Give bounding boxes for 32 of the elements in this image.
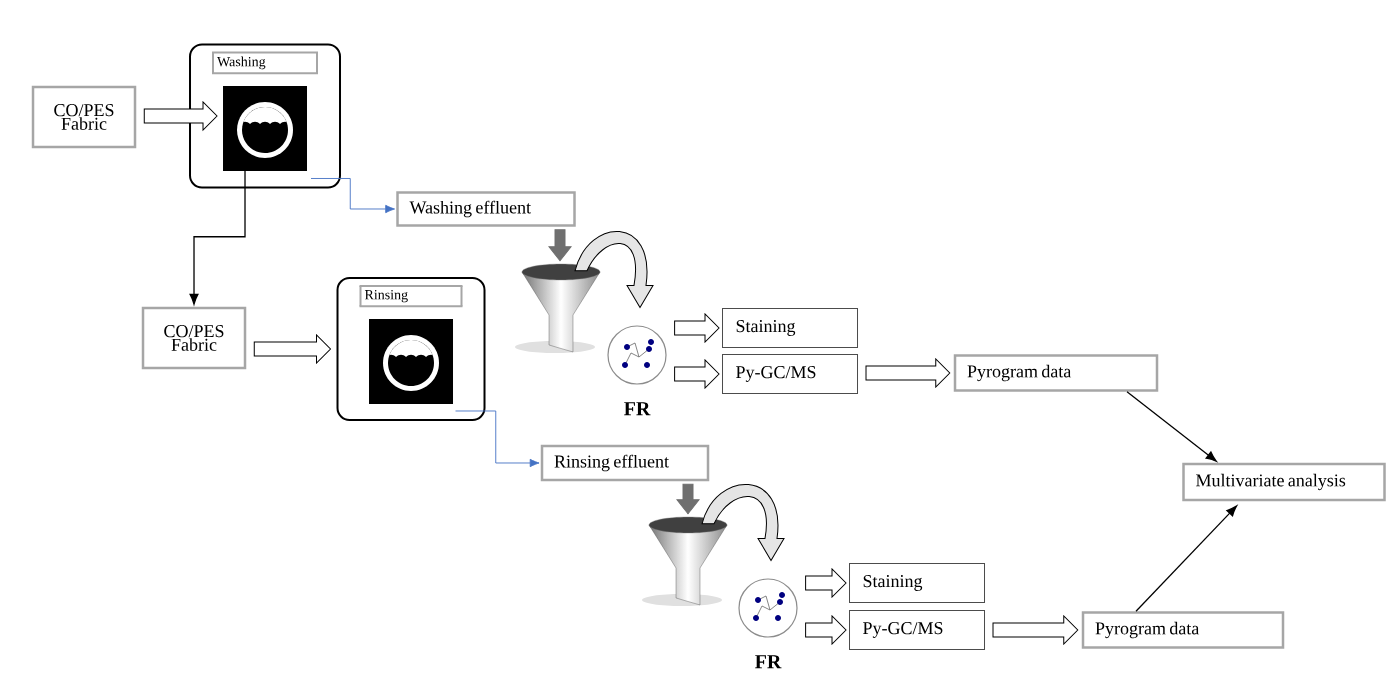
block-arrow — [548, 229, 572, 262]
node-label: FR — [624, 402, 651, 416]
block-arrow — [805, 568, 847, 598]
process-box: Washing effluent — [396, 191, 576, 227]
process-box: CO/PES Fabric — [31, 85, 137, 149]
process-box: Rinsing effluent — [540, 444, 710, 482]
block-arrow — [143, 101, 218, 131]
block-arrow — [674, 359, 720, 389]
process-box: Py-GC/MS — [722, 354, 858, 394]
curved-arrow — [574, 231, 654, 308]
process-box: CO/PES Fabric — [141, 306, 247, 370]
arrow — [310, 178, 395, 214]
process-box: Multivariate analysis — [1182, 462, 1386, 502]
block-arrow — [992, 615, 1079, 645]
block-arrow — [253, 334, 331, 364]
process-box: Staining — [722, 308, 858, 348]
curved-arrow — [701, 484, 785, 561]
block-arrow — [865, 358, 951, 388]
block-arrow — [674, 313, 720, 343]
process-box: Pyrogram data — [953, 354, 1159, 392]
arrow — [1126, 391, 1217, 462]
funnel-drawing — [515, 263, 601, 353]
block-arrow — [805, 615, 847, 645]
node-label: FR — [755, 655, 782, 669]
arrow — [1135, 505, 1238, 612]
funnel-drawing — [642, 516, 728, 606]
process-box: Pyrogram data — [1081, 611, 1285, 649]
arrow — [455, 410, 540, 468]
arrow — [189, 169, 246, 305]
process-box: Py-GC/MS — [849, 610, 985, 650]
block-arrow — [676, 483, 700, 515]
process-box: Staining — [849, 563, 985, 603]
